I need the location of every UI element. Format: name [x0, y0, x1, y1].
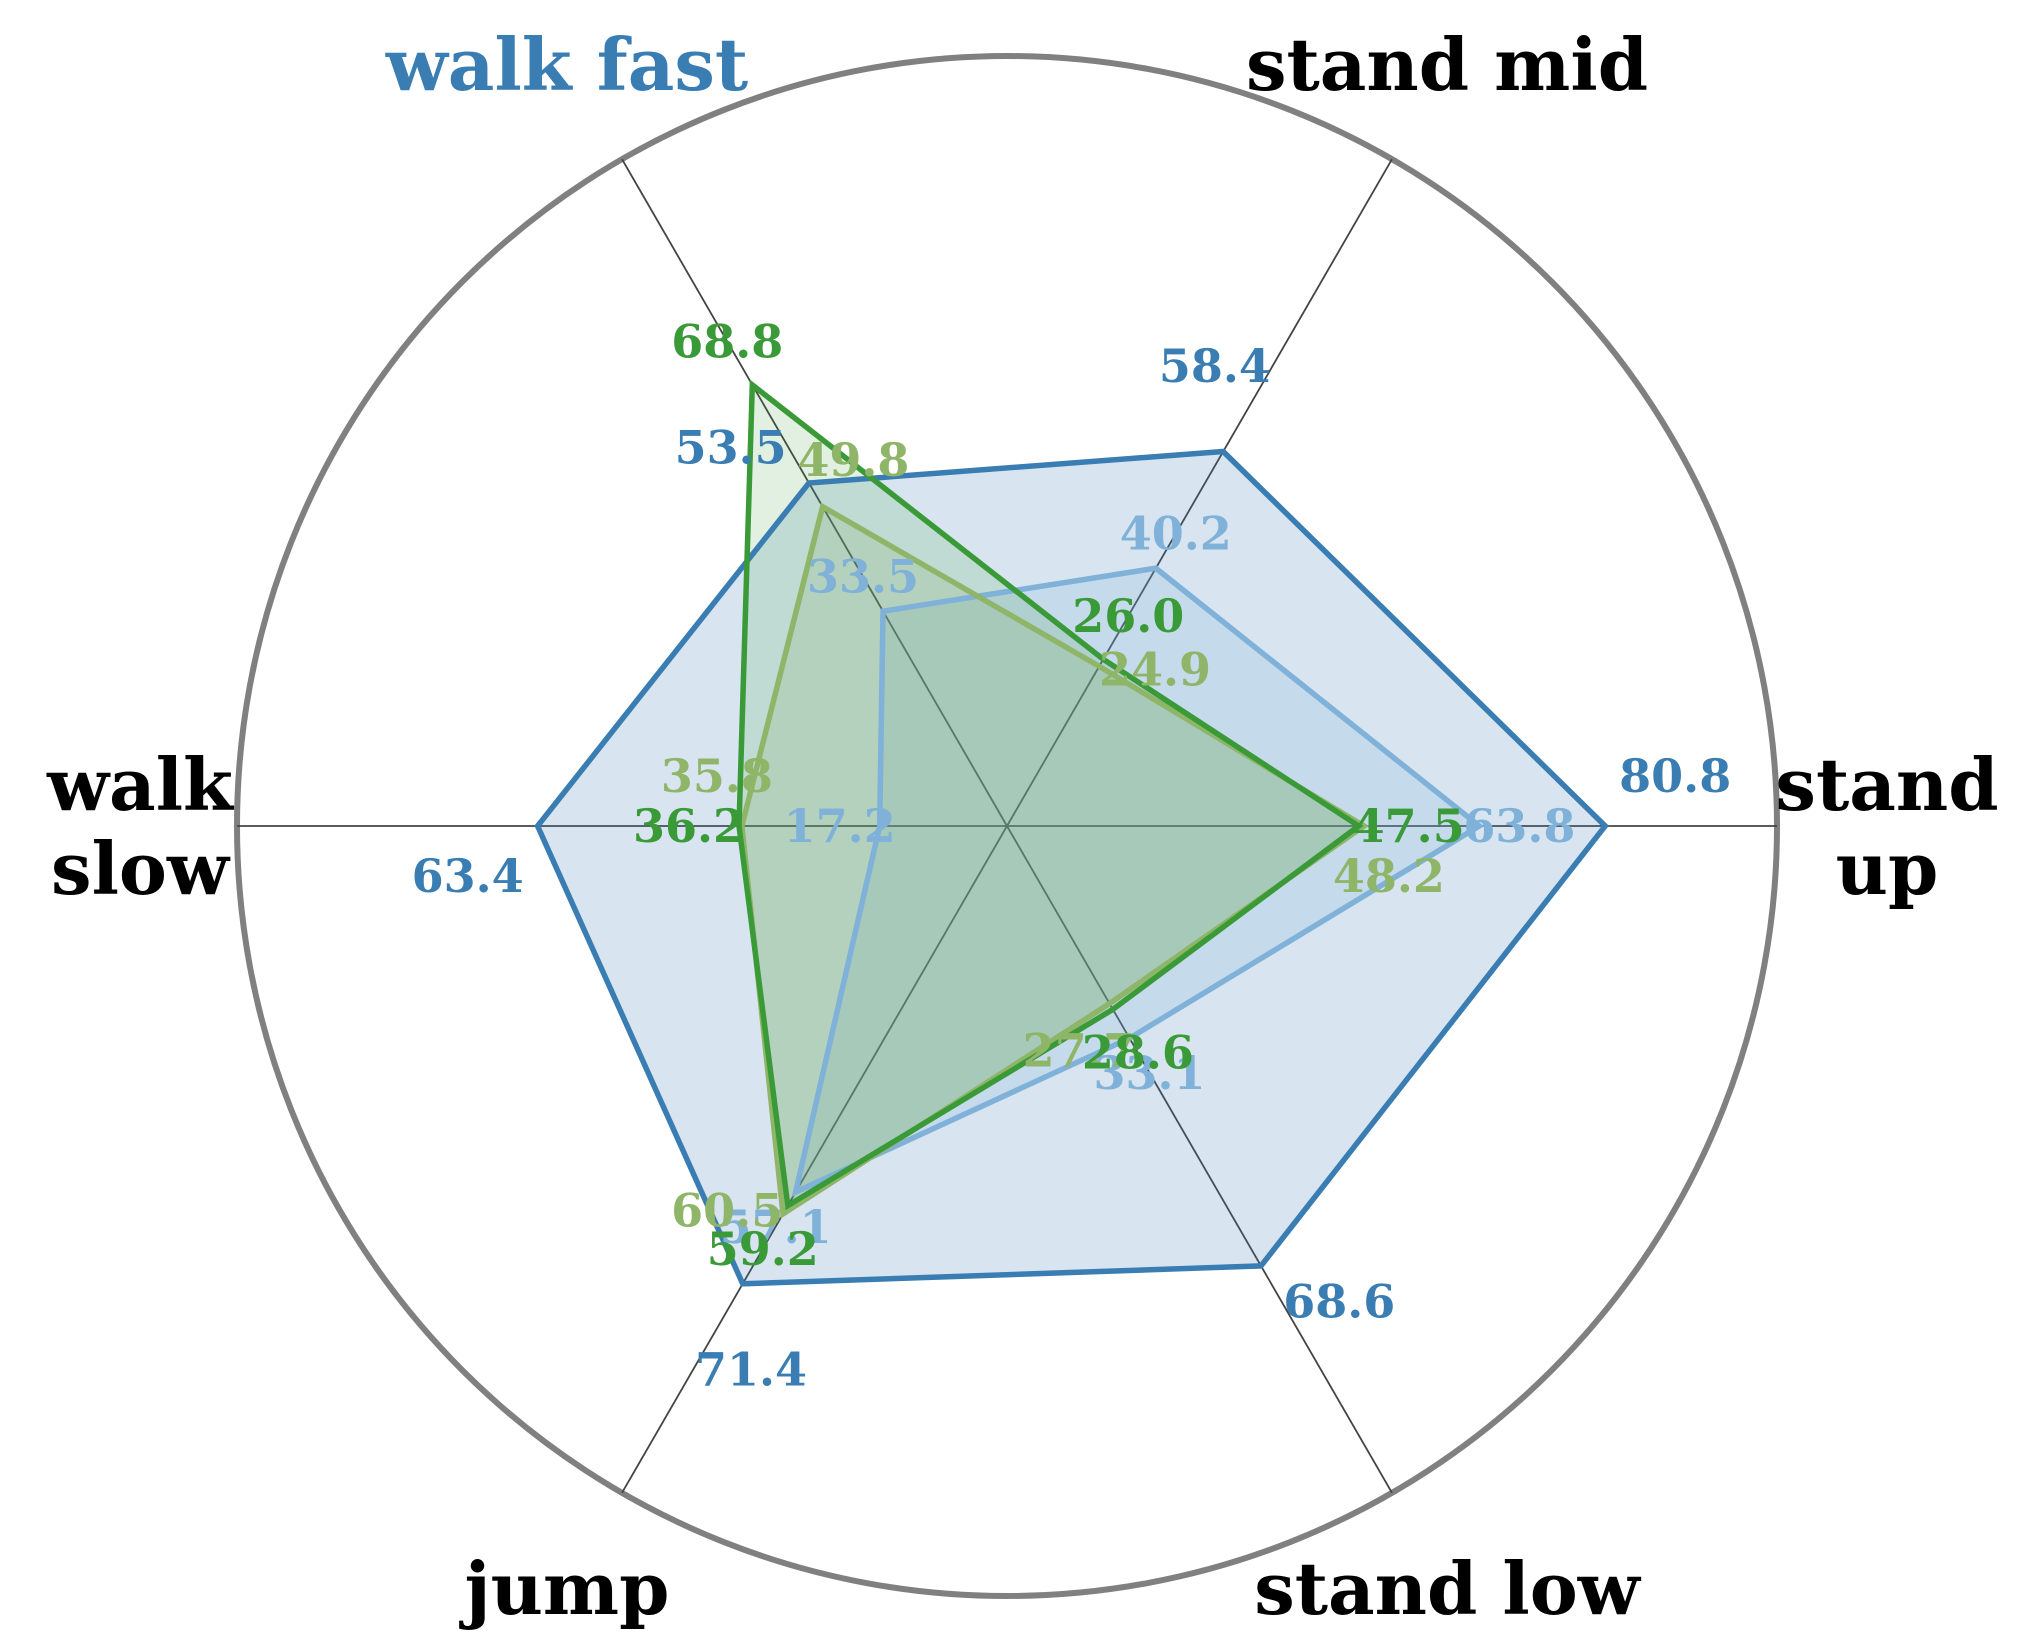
- axis-label-0-line-1: up: [1836, 826, 1939, 911]
- series-1-value-label-2: 33.5: [807, 550, 919, 604]
- axis-label-4: jump: [459, 1546, 670, 1631]
- series-2-line: [739, 502, 1369, 1219]
- axis-label-0-line-0: stand: [1775, 742, 1998, 827]
- series-0-value-label-0: 80.8: [1619, 749, 1731, 803]
- axis-label-3-line-0: walk: [46, 742, 235, 827]
- series-3-value-label-1: 26.0: [1072, 589, 1184, 643]
- series-3-area: [739, 384, 1359, 1206]
- series-2-value-label-5: 27.7: [1023, 1023, 1135, 1077]
- series-2-value-label-1: 24.9: [1099, 643, 1211, 697]
- radar-spoke-5: [1006, 825, 1393, 1494]
- axis-label-5: stand low: [1254, 1546, 1642, 1631]
- axis-label-2-line-0: walk fast: [385, 21, 748, 106]
- series-2-area: [741, 506, 1364, 1214]
- series-0-value-label-3: 63.4: [412, 849, 524, 903]
- series-2-value-label-3: 35.8: [661, 749, 773, 803]
- series-2-value-label-2: 49.8: [797, 433, 909, 487]
- series-1-value-label-1: 40.2: [1120, 507, 1232, 561]
- series-2-value-label-4: 60.5: [671, 1184, 783, 1238]
- radar-spoke-4: [621, 825, 1008, 1494]
- series-1-value-label-3: 17.2: [784, 799, 896, 853]
- axis-label-3-line-1: slow: [51, 826, 231, 911]
- series-1-value-label-4: 57.1: [720, 1200, 832, 1254]
- series-3-value-label-3: 36.2: [633, 799, 745, 853]
- radar-spoke-2: [621, 158, 1008, 827]
- axis-label-4-line-0: jump: [459, 1546, 670, 1631]
- radar-spoke-1: [1006, 158, 1393, 827]
- axis-label-2: walk fast: [385, 21, 748, 106]
- series-1-value-label-5: 33.1: [1093, 1046, 1205, 1100]
- series-3-value-label-0: 47.5: [1353, 799, 1465, 853]
- series-0-value-label-4: 71.4: [695, 1342, 807, 1396]
- series-0-area: [537, 451, 1606, 1284]
- series-2-value-label-0: 48.2: [1333, 849, 1445, 903]
- series-0-value-label-5: 68.6: [1283, 1275, 1395, 1329]
- series-3-value-label-4: 59.2: [707, 1222, 819, 1276]
- series-1-line: [791, 565, 1485, 1197]
- axis-label-1-line-0: stand mid: [1246, 21, 1648, 106]
- series-0-line: [534, 448, 1609, 1287]
- series-0-value-label-1: 58.4: [1159, 339, 1271, 393]
- axis-label-1: stand mid: [1246, 21, 1648, 106]
- series-0-value-label-2: 53.5: [675, 420, 787, 474]
- series-3-line: [736, 379, 1364, 1211]
- series-1-value-label-0: 63.8: [1463, 799, 1575, 853]
- series-3-value-label-5: 28.6: [1082, 1026, 1194, 1080]
- series-1-area: [795, 568, 1480, 1193]
- axis-label-5-line-0: stand low: [1254, 1546, 1642, 1631]
- series-3-value-label-2: 68.8: [671, 315, 783, 369]
